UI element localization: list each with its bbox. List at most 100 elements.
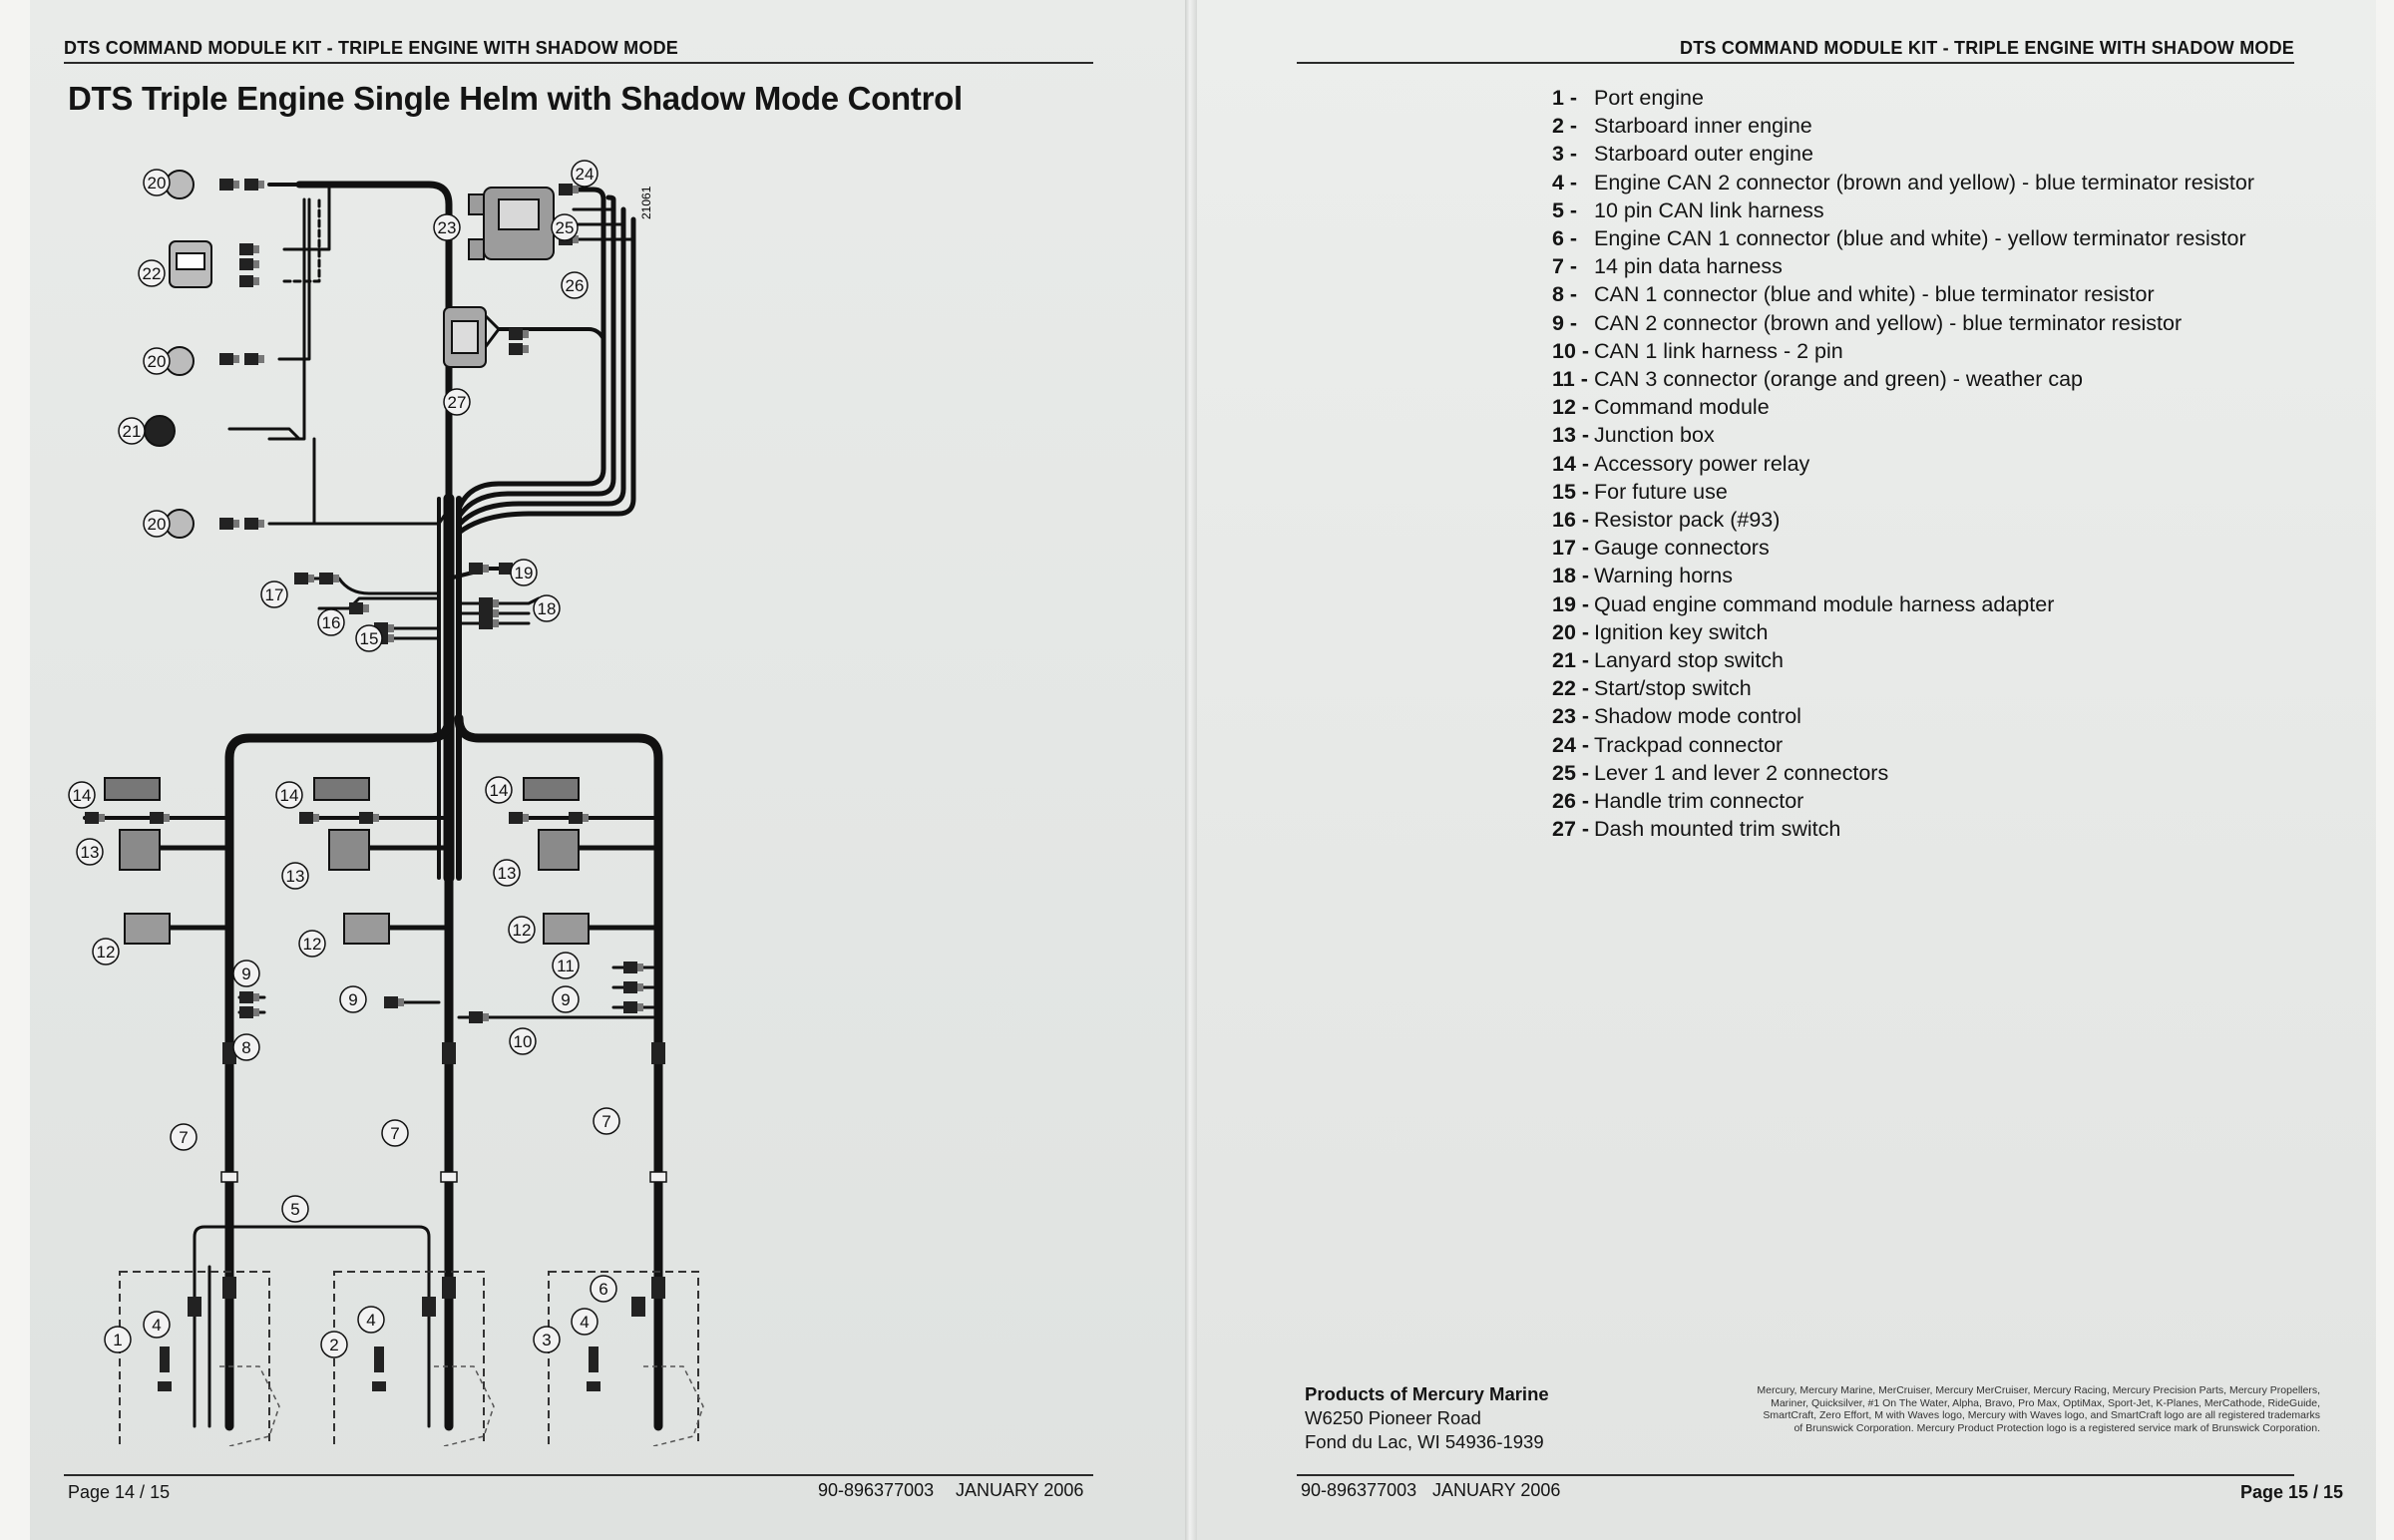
- right-page-number: Page 15 / 15: [2240, 1482, 2344, 1502]
- right-footer-rule: [1297, 1474, 2294, 1476]
- callout: 12: [298, 930, 326, 958]
- svg-text:20: 20: [148, 174, 167, 192]
- legend-number: 19 -: [1552, 591, 1590, 616]
- legend-number: 3 -: [1552, 142, 1578, 167]
- legend-item: 3 -Starboard outer engine: [1552, 140, 2254, 168]
- svg-text:18: 18: [538, 599, 557, 618]
- svg-text:14: 14: [280, 786, 299, 805]
- legend-number: 13 -: [1552, 423, 1590, 448]
- legend-text: Warning horns: [1594, 564, 1734, 588]
- legend-text: Handle trim connector: [1594, 789, 1804, 814]
- callout: 4: [357, 1306, 385, 1334]
- svg-text:22: 22: [143, 264, 162, 283]
- svg-text:3: 3: [542, 1331, 551, 1349]
- svg-text:9: 9: [561, 990, 570, 1009]
- legend-item: 26 -Handle trim connector: [1552, 787, 2254, 815]
- callout: 7: [381, 1119, 409, 1147]
- legend-item: 17 -Gauge connectors: [1552, 534, 2254, 562]
- callout: 26: [561, 271, 589, 299]
- svg-text:5: 5: [290, 1200, 299, 1219]
- right-page: [1193, 0, 2376, 1540]
- legend-number: 26 -: [1552, 789, 1590, 814]
- legend-text: Gauge connectors: [1594, 536, 1770, 561]
- legend-number: 25 -: [1552, 760, 1590, 785]
- legend-text: Port engine: [1594, 86, 1704, 110]
- legend-item: 21 -Lanyard stop switch: [1552, 646, 2254, 674]
- legend-text: Accessory power relay: [1594, 451, 1810, 476]
- legend-text: Engine CAN 2 connector (brown and yellow…: [1594, 170, 2255, 194]
- svg-text:8: 8: [241, 1038, 250, 1057]
- legend-item: 7 -14 pin data harness: [1552, 252, 2254, 280]
- legend-number: 16 -: [1552, 508, 1590, 533]
- left-page-number: Page 14 / 15: [68, 1482, 171, 1502]
- callout: 27: [443, 388, 471, 416]
- callout: 9: [232, 960, 260, 987]
- legend-number: 23 -: [1552, 704, 1590, 729]
- right-running-header: DTS COMMAND MODULE KIT - TRIPLE ENGINE W…: [1297, 38, 2294, 64]
- callout: 9: [552, 985, 580, 1013]
- callout: 13: [493, 859, 521, 887]
- legend-text: Shadow mode control: [1594, 704, 1801, 729]
- legend-item: 9 -CAN 2 connector (brown and yellow) - …: [1552, 309, 2254, 337]
- legend-text: Ignition key switch: [1594, 619, 1769, 644]
- legend-text: CAN 1 connector (blue and white) - blue …: [1594, 282, 2155, 307]
- svg-text:7: 7: [390, 1124, 399, 1143]
- callout: 20: [143, 347, 171, 375]
- legend-text: Quad engine command module harness adapt…: [1594, 591, 2055, 616]
- legend-number: 15 -: [1552, 479, 1590, 504]
- callout: 8: [232, 1033, 260, 1061]
- legend-number: 4 -: [1552, 170, 1578, 194]
- callout: 14: [68, 781, 96, 809]
- callout: 1: [104, 1326, 132, 1353]
- legend-number: 2 -: [1552, 114, 1578, 139]
- legend-text: 14 pin data harness: [1594, 254, 1783, 279]
- legend-text: Resistor pack (#93): [1594, 508, 1781, 533]
- legend-item: 23 -Shadow mode control: [1552, 702, 2254, 730]
- legend-number: 18 -: [1552, 564, 1590, 588]
- callout: 14: [485, 776, 513, 804]
- legend-number: 12 -: [1552, 395, 1590, 420]
- legend-text: Command module: [1594, 395, 1770, 420]
- callout: 14: [275, 781, 303, 809]
- svg-text:1: 1: [113, 1331, 122, 1349]
- legend-text: CAN 2 connector (brown and yellow) - blu…: [1594, 310, 2183, 335]
- legend-number: 10 -: [1552, 338, 1590, 363]
- wiring-diagram: 21061 20 22 20 21 20 24 23 25 26 27 17 1…: [68, 160, 704, 1446]
- legend-item: 18 -Warning horns: [1552, 562, 2254, 589]
- legend-text: Dash mounted trim switch: [1594, 817, 1841, 842]
- svg-text:23: 23: [438, 218, 457, 237]
- svg-text:20: 20: [148, 515, 167, 534]
- legend-item: 14 -Accessory power relay: [1552, 450, 2254, 478]
- legend-item: 4 - Engine CAN 2 connector (brown and yel…: [1552, 169, 2254, 196]
- mercury-address: Products of Mercury Marine W6250 Pioneer…: [1305, 1382, 1549, 1454]
- legend-number: 20 -: [1552, 619, 1590, 644]
- legend-text: For future use: [1594, 479, 1728, 504]
- legend-text: Trackpad connector: [1594, 732, 1784, 757]
- callout: 7: [170, 1123, 198, 1151]
- legend-item: 12 -Command module: [1552, 393, 2254, 421]
- callout: 12: [92, 938, 120, 965]
- callout: 5: [281, 1195, 309, 1223]
- legend-number: 22 -: [1552, 676, 1590, 701]
- callout: 7: [593, 1107, 620, 1135]
- callout: 4: [571, 1308, 598, 1336]
- svg-text:13: 13: [286, 867, 305, 886]
- svg-text:20: 20: [148, 352, 167, 371]
- left-date: JANUARY 2006: [956, 1480, 1084, 1500]
- svg-text:21: 21: [123, 422, 142, 441]
- street-address: W6250 Pioneer Road: [1305, 1407, 1481, 1428]
- left-running-header: DTS COMMAND MODULE KIT - TRIPLE ENGINE W…: [64, 38, 1093, 64]
- company-name: Products of Mercury Marine: [1305, 1383, 1549, 1404]
- legend-number: 27 -: [1552, 817, 1590, 842]
- callout: 10: [509, 1027, 537, 1055]
- callout: 21: [118, 417, 146, 445]
- page-gutter: [1185, 0, 1197, 1540]
- diagram-title: DTS Triple Engine Single Helm with Shado…: [68, 80, 963, 117]
- legend-text: Engine CAN 1 connector (blue and white) …: [1594, 226, 2246, 251]
- legend-text: Lanyard stop switch: [1594, 648, 1785, 673]
- callout: 11: [552, 952, 580, 979]
- legend-item: 11 -CAN 3 connector (orange and green) -…: [1552, 365, 2254, 393]
- callout: 25: [551, 213, 579, 241]
- svg-text:16: 16: [322, 613, 341, 632]
- svg-text:7: 7: [601, 1112, 610, 1131]
